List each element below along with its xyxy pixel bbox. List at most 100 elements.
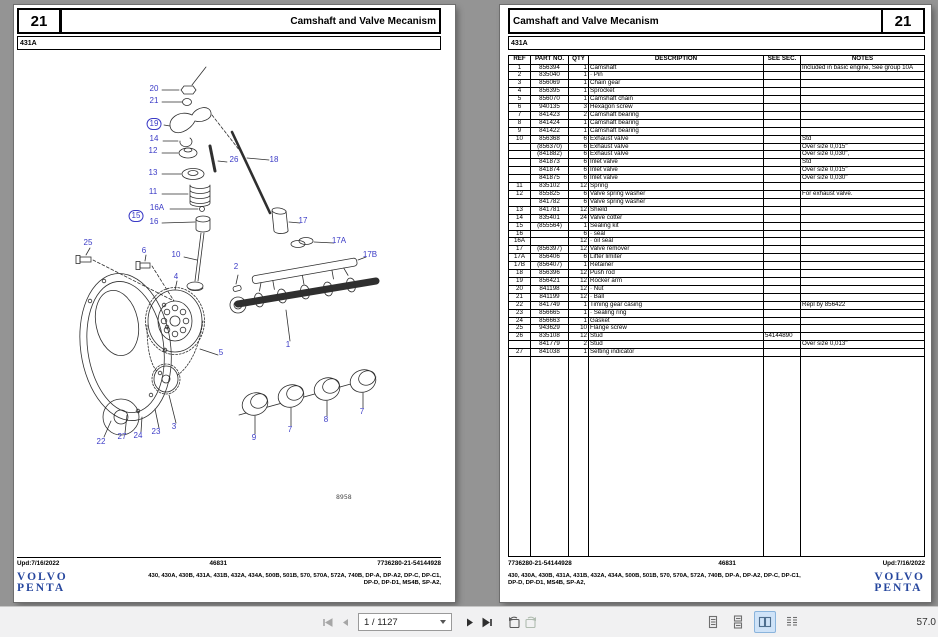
col-ref: REF (508, 55, 531, 65)
diagram-callout[interactable]: 17 (298, 216, 308, 225)
footer-updated: Upd:7/16/2022 (882, 560, 925, 567)
right-page-footer-row: 7736280-21-54144928 46831 Upd:7/16/2022 (508, 560, 925, 567)
document-page-right: Camshaft and Valve Mecanism 21 431A REF … (500, 5, 931, 602)
diagram-callout[interactable]: 22 (96, 437, 106, 446)
table-header-row: REF PART NO. QTY DESCRIPTION SEE SEC. NO… (508, 55, 925, 65)
figure-print-number: 8958 (336, 493, 352, 501)
col-notes: NOTES (800, 55, 925, 65)
volvo-penta-logo: VOLVO PENTA (17, 571, 68, 594)
models-list: 430, 430A, 430B, 431A, 431B, 432A, 434A,… (148, 573, 441, 587)
diagram-callout[interactable]: 15 (128, 210, 144, 222)
pdf-toolbar: 57.0 (0, 606, 938, 637)
next-page-button[interactable] (460, 613, 478, 631)
diagram-callout[interactable]: 7 (287, 425, 293, 434)
diagram-callout[interactable]: 8 (323, 415, 329, 424)
push-rod-drawing (208, 130, 301, 234)
diagram-callout[interactable]: 27 (117, 432, 127, 441)
col-description: DESCRIPTION (588, 55, 764, 65)
diagram-callout[interactable]: 23 (151, 427, 161, 436)
diagram-callout[interactable]: 26 (229, 155, 239, 164)
diagram-callout[interactable]: 4 (173, 272, 179, 281)
page-navigation (318, 607, 540, 637)
previous-view-button[interactable] (504, 613, 522, 631)
diagram-callout[interactable]: 3 (171, 422, 177, 431)
continuous-facing-view-icon[interactable] (783, 613, 801, 631)
diagram-callout[interactable]: 16 (149, 217, 159, 226)
diagram-callout[interactable]: 9 (251, 433, 257, 442)
page-layout-controls (704, 607, 801, 637)
page-number-input-box[interactable] (358, 613, 452, 631)
continuous-view-icon[interactable] (729, 613, 747, 631)
diagram-callout[interactable]: 11 (148, 187, 158, 196)
page-dropdown-caret-icon[interactable] (440, 620, 446, 624)
footer-part-ref: 7736280-21-54144928 (508, 560, 572, 567)
rocker-shaft-drawing (251, 237, 367, 292)
diagram-callout[interactable]: 18 (269, 155, 279, 164)
single-page-view-icon[interactable] (704, 613, 722, 631)
diagram-callout[interactable]: 24 (133, 431, 143, 440)
diagram-callout[interactable]: 14 (149, 134, 159, 143)
diagram-callout[interactable]: 12 (148, 146, 158, 155)
next-view-button[interactable] (522, 613, 540, 631)
volvo-penta-logo: VOLVO PENTA (874, 571, 925, 594)
diagram-callout[interactable]: 21 (149, 96, 159, 105)
zoom-level-display[interactable]: 57.0 (916, 616, 936, 628)
col-qty: QTY (568, 55, 589, 65)
diagram-callout[interactable]: 20 (149, 84, 159, 93)
camshaft-drawing (229, 274, 380, 342)
valve-train-drawing (161, 66, 241, 291)
facing-view-icon-active[interactable] (754, 611, 776, 633)
diagram-callout[interactable]: 25 (83, 238, 93, 247)
document-page-left: 21 Camshaft and Valve Mecanism 431A (14, 5, 455, 602)
models-list: 430, 430A, 430B, 431A, 431B, 432A, 434A,… (508, 573, 801, 587)
footer-doc-number: 46831 (209, 560, 228, 567)
diagram-callout[interactable]: 19 (146, 118, 162, 130)
parts-table-wrap: REF PART NO. QTY DESCRIPTION SEE SEC. NO… (508, 55, 925, 557)
footer-updated: Upd:7/16/2022 (17, 560, 60, 567)
col-part-no: PART NO. (530, 55, 569, 65)
diagram-callout[interactable]: 16A (149, 203, 165, 212)
first-page-button[interactable] (318, 613, 336, 631)
diagram-artwork (75, 66, 380, 438)
diagram-callout[interactable]: 6 (141, 246, 147, 255)
page-number-input[interactable] (359, 616, 440, 628)
diagram-callout[interactable]: 7 (359, 407, 365, 416)
diagram-callout[interactable]: 10 (171, 250, 181, 259)
previous-page-button[interactable] (336, 613, 354, 631)
footer-doc-number: 46831 (718, 560, 736, 567)
footer-part-ref: 7736280-21-54144928 (377, 560, 441, 567)
col-see-sec: SEE SEC. (763, 55, 801, 65)
last-page-button[interactable] (478, 613, 496, 631)
diagram-callout[interactable]: 5 (218, 348, 224, 357)
diagram-callout[interactable]: 2 (233, 262, 239, 271)
diagram-callout[interactable]: 17A (331, 236, 347, 245)
page-title: Camshaft and Valve Mecanism (60, 8, 441, 34)
diagram-callout[interactable]: 1 (285, 340, 291, 349)
diagram-callout[interactable]: 17B (362, 250, 378, 259)
diagram-callout[interactable]: 13 (148, 168, 158, 177)
